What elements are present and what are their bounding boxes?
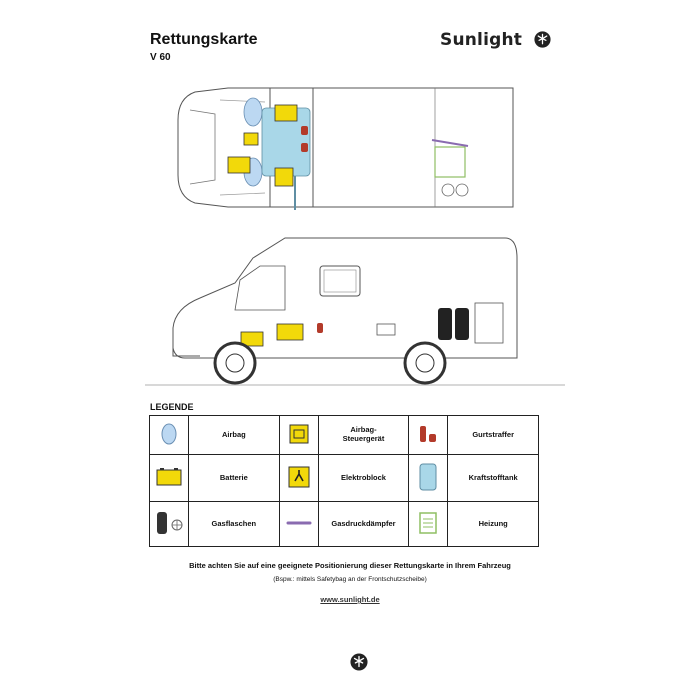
brand-logo-text: Sunlight (440, 30, 523, 50)
legend-label: Gasdruckdämpfer (317, 501, 410, 547)
legend-row: Gasflaschen Gasdruckdämpfer Heizung (149, 501, 539, 547)
legend-label-line: Steuergerät (342, 433, 385, 443)
legend-icon-cell (278, 415, 319, 455)
heater-icon (419, 512, 438, 534)
battery-icon (156, 467, 182, 486)
legend-table: Airbag Airbag- Steuergerät Gurtstraffer (149, 415, 539, 547)
legend-label: Elektroblock (317, 453, 410, 503)
placement-notice: Bitte achten Sie auf eine geeignete Posi… (189, 561, 511, 570)
legend-label: Gurtstraffer (447, 415, 539, 455)
airbag-control-unit-icon (289, 424, 309, 443)
placement-hint: (Bspw.: mittels Safetybag an der Frontsc… (273, 576, 427, 583)
legend-label: Kraftstofftank (447, 453, 539, 503)
palm-logo-icon (350, 653, 368, 671)
legend-icon-cell (408, 453, 449, 503)
palm-logo-icon (534, 31, 551, 48)
legend-icon-cell (408, 415, 449, 455)
legend-label-airbag-control-unit: Airbag- Steuergerät (317, 415, 410, 455)
vehicle-top-view (177, 87, 514, 210)
legend-label: Airbag (188, 415, 280, 455)
airbag-icon (161, 423, 177, 444)
legend-icon-cell (408, 501, 449, 547)
model-name: V 60 (150, 52, 171, 63)
legend-row: Batterie Elektroblock Kraftstofftank (149, 453, 539, 503)
legend-icon-cell (278, 453, 319, 503)
legend-icon-cell (149, 453, 189, 503)
legend-heading: LEGENDE (150, 402, 194, 412)
legend-row: Airbag Airbag- Steuergerät Gurtstraffer (149, 415, 539, 455)
website-link[interactable]: www.sunlight.de (320, 595, 380, 604)
gas-bottle-icon (157, 511, 183, 534)
legend-label-line: Airbag- (350, 425, 377, 435)
fuel-tank-icon (419, 463, 437, 491)
gas-damper-icon (286, 521, 312, 525)
seatbelt-tensioner-icon (420, 425, 437, 442)
electroblock-icon (288, 466, 310, 488)
legend-icon-cell (149, 501, 189, 547)
legend-icon-cell (278, 501, 319, 547)
legend-label: Heizung (447, 501, 539, 547)
page-title: Rettungskarte (150, 31, 258, 48)
legend-label: Gasflaschen (188, 501, 280, 547)
vehicle-side-view (145, 237, 565, 386)
legend-icon-cell (149, 415, 189, 455)
legend-label: Batterie (188, 453, 280, 503)
